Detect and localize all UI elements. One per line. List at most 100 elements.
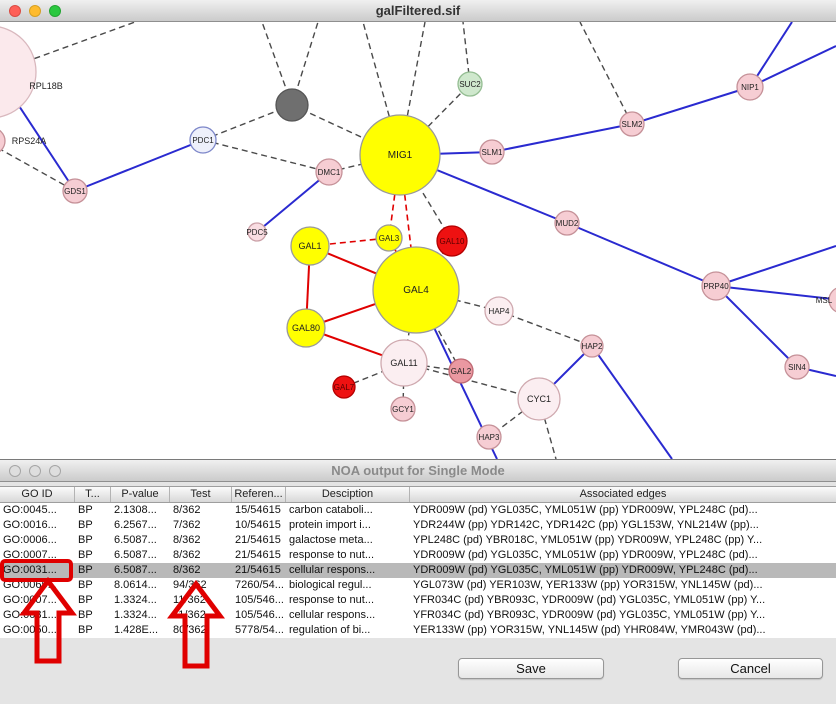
graph-node-gal3[interactable]: GAL3 [375, 224, 403, 252]
node-circle[interactable] [247, 222, 267, 242]
column-header-referen[interactable]: Referen... [232, 487, 286, 502]
graph-edge[interactable] [399, 83, 471, 156]
cancel-button[interactable]: Cancel [678, 658, 823, 679]
graph-edge[interactable] [591, 345, 673, 459]
minimize-button[interactable] [29, 465, 41, 477]
graph-edge[interactable] [715, 245, 836, 287]
node-circle[interactable] [517, 377, 561, 421]
graph-node-gcy1[interactable]: GCY1 [390, 396, 416, 422]
graph-node-hap2[interactable]: HAP2 [580, 334, 604, 358]
graph-node-cyc1[interactable]: CYC1 [517, 377, 561, 421]
graph-edge[interactable] [0, 148, 76, 192]
graph-node-slm1[interactable]: SLM1 [479, 139, 505, 165]
graph-node-mud2[interactable]: MUD2 [554, 210, 580, 236]
graph-node-gal7[interactable]: GAL7 [332, 375, 356, 399]
graph-edge[interactable] [74, 139, 204, 192]
noa-window-titlebar[interactable]: NOA output for Single Mode [0, 460, 836, 482]
node-circle[interactable] [476, 424, 502, 450]
graph-node-gal4[interactable]: GAL4 [372, 246, 460, 334]
graph-edge[interactable] [491, 123, 633, 153]
node-circle[interactable] [332, 375, 356, 399]
graph-node-hap3[interactable]: HAP3 [476, 424, 502, 450]
column-header-go-id[interactable]: GO ID [0, 487, 75, 502]
graph-edge[interactable] [202, 139, 330, 173]
graph-edge[interactable] [566, 222, 717, 287]
graph-node-dmc1[interactable]: DMC1 [315, 158, 343, 186]
node-circle[interactable] [372, 246, 460, 334]
graph-edge[interactable] [631, 86, 751, 125]
graph-node-suc2[interactable]: SUC2 [457, 71, 483, 97]
graph-edge[interactable] [749, 45, 836, 88]
column-header-desciption[interactable]: Desciption [286, 487, 410, 502]
column-header-test[interactable]: Test [170, 487, 232, 502]
graph-node-rpl18b[interactable]: RPL18B [0, 26, 63, 118]
graph-node-sin4[interactable]: SIN4 [784, 354, 810, 380]
zoom-button[interactable] [49, 465, 61, 477]
graph-node-msl[interactable]: MSL [816, 287, 836, 313]
node-circle[interactable] [479, 139, 505, 165]
zoom-button[interactable] [49, 5, 61, 17]
graph-node-gal2[interactable]: GAL2 [448, 358, 474, 384]
graph-edge[interactable] [498, 310, 593, 347]
graph-node-gal80[interactable]: GAL80 [286, 308, 326, 348]
node-circle[interactable] [375, 224, 403, 252]
node-circle[interactable] [315, 158, 343, 186]
graph-window-titlebar[interactable]: galFiltered.sif [0, 0, 836, 22]
graph-node-slm2[interactable]: SLM2 [619, 111, 645, 137]
node-circle[interactable] [736, 73, 764, 101]
node-circle[interactable] [189, 126, 217, 154]
graph-node-rps24a[interactable]: RPS24A [0, 128, 46, 154]
column-header-p-value[interactable]: P-value [111, 487, 170, 502]
graph-node-gal10[interactable]: GAL10 [436, 225, 468, 257]
node-circle[interactable] [701, 271, 731, 301]
node-circle[interactable] [457, 71, 483, 97]
node-circle[interactable] [290, 226, 330, 266]
close-button[interactable] [9, 5, 21, 17]
graph-edge[interactable] [415, 289, 462, 372]
graph-edge[interactable] [579, 22, 633, 125]
node-circle[interactable] [62, 178, 88, 204]
node-circle[interactable] [275, 88, 309, 122]
graph-edge[interactable] [24, 22, 136, 63]
graph-edge[interactable] [256, 171, 330, 233]
node-circle[interactable] [619, 111, 645, 137]
graph-node-nip1[interactable]: NIP1 [736, 73, 764, 101]
node-circle[interactable] [436, 225, 468, 257]
node-circle[interactable] [286, 308, 326, 348]
graph-node-gds1[interactable]: GDS1 [62, 178, 88, 204]
graph-node-hap4[interactable]: HAP4 [484, 296, 514, 326]
close-button[interactable] [9, 465, 21, 477]
node-circle[interactable] [828, 287, 836, 313]
node-circle[interactable] [448, 358, 474, 384]
graph-node-gal1[interactable]: GAL1 [290, 226, 330, 266]
graph-node-mig1[interactable]: MIG1 [359, 114, 441, 196]
node-circle[interactable] [0, 26, 37, 118]
node-circle[interactable] [484, 296, 514, 326]
node-circle[interactable] [554, 210, 580, 236]
graph-node-prp40[interactable]: PRP40 [701, 271, 731, 301]
column-header-associated-edges[interactable]: Associated edges [579, 488, 667, 500]
node-circle[interactable] [784, 354, 810, 380]
graph-edge[interactable] [715, 285, 836, 301]
node-circle[interactable] [380, 339, 428, 387]
graph-node-unlabeled[interactable] [275, 88, 309, 122]
graph-node-pdc1[interactable]: PDC1 [189, 126, 217, 154]
node-circle[interactable] [580, 334, 604, 358]
graph-node-pdc5[interactable]: PDC5 [246, 222, 268, 242]
save-button[interactable]: Save [458, 658, 604, 679]
column-header-t[interactable]: T... [75, 487, 111, 502]
minimize-button[interactable] [29, 5, 41, 17]
graph-edge[interactable] [715, 285, 798, 368]
node-circle[interactable] [0, 128, 6, 154]
